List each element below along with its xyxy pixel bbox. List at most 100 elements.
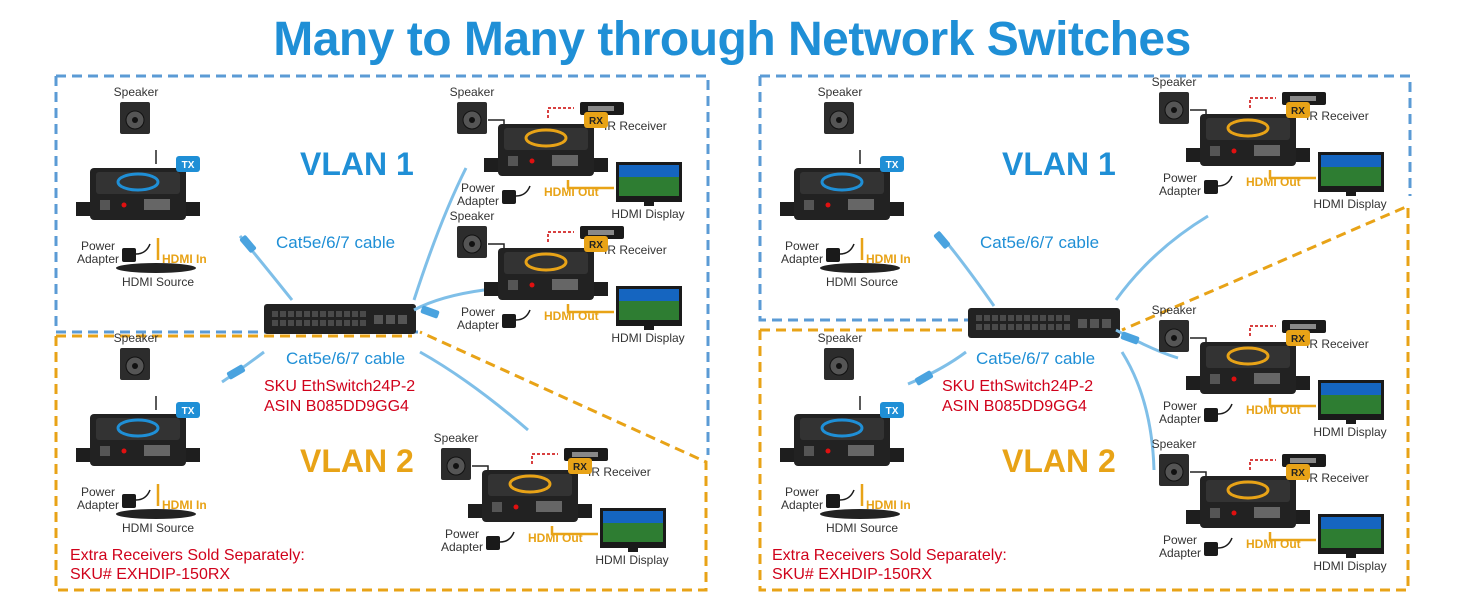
- device-badge-bg: [176, 402, 200, 418]
- power-label-1: Power: [1163, 533, 1197, 547]
- cable-label-vlan2: Cat5e/6/7 cable: [286, 349, 405, 368]
- switch-port: [336, 311, 342, 317]
- plug: [914, 370, 934, 386]
- extra-receivers-note: Extra Receivers Sold Separately:: [70, 547, 305, 564]
- switch-port: [304, 311, 310, 317]
- power-led: [825, 202, 831, 208]
- plug: [1120, 331, 1140, 345]
- speaker-center: [1171, 469, 1177, 475]
- power-label-1: Power: [81, 485, 115, 499]
- switch-port: [1056, 324, 1062, 330]
- mounting-ears: [76, 202, 200, 216]
- switch-port: [1056, 315, 1062, 321]
- speaker-icon: [1159, 454, 1189, 486]
- power-led: [529, 158, 535, 164]
- device-logo: [820, 172, 864, 192]
- switch-port: [1064, 324, 1070, 330]
- switch-port: [288, 311, 294, 317]
- power-adapter-icon: [826, 248, 840, 262]
- hdmi-port: [1254, 507, 1280, 518]
- power-label-2: Adapter: [77, 252, 119, 266]
- switch-port: [296, 320, 302, 326]
- device-badge: RX: [1291, 334, 1305, 345]
- hdmi-source-label: HDMI Source: [122, 521, 194, 535]
- remote-icon: [1282, 92, 1326, 105]
- switch-port: [1040, 315, 1046, 321]
- extra-receivers-note: Extra Receivers Sold Separately:: [772, 547, 1007, 564]
- switch-sfp: [1090, 319, 1099, 328]
- power-label-2: Adapter: [1159, 546, 1201, 560]
- switch-port: [328, 311, 334, 317]
- hdmi-source-icon: [820, 263, 900, 273]
- remote-icon: [580, 226, 624, 239]
- power-cord: [499, 531, 515, 543]
- dc-port: [804, 446, 814, 456]
- switch-port: [296, 311, 302, 317]
- plug: [420, 305, 440, 319]
- ir-cable: [1249, 459, 1276, 470]
- power-label-1: Power: [785, 485, 819, 499]
- switch-sku-label: SKU EthSwitch24P-2: [942, 378, 1093, 395]
- speaker-center: [132, 117, 138, 123]
- vlan2-boundary: [54, 330, 708, 592]
- extra-receivers-sku: SKU# EXHDIP-150RX: [70, 566, 230, 583]
- hdmi-source-body: [116, 263, 196, 273]
- extra-receivers-sku: SKU# EXHDIP-150RX: [772, 566, 932, 583]
- mounting-ears: [780, 448, 904, 462]
- power-label-2: Adapter: [457, 318, 499, 332]
- power-cord: [135, 243, 151, 255]
- power-led: [1231, 148, 1237, 154]
- power-led: [513, 504, 519, 510]
- remote-icon: [1282, 320, 1326, 333]
- device-top: [1206, 480, 1290, 502]
- device-logo: [1226, 118, 1270, 138]
- speaker-label: Speaker: [818, 331, 863, 345]
- dc-port: [100, 446, 110, 456]
- ethernet-plug-icon: [933, 231, 951, 249]
- dc-port: [508, 156, 518, 166]
- remote-buttons: [1290, 324, 1316, 329]
- power-adapter-icon: [122, 494, 136, 508]
- hdmi-display-label: HDMI Display: [611, 207, 684, 221]
- hdmi-out-line: [1268, 170, 1316, 180]
- device-top: [96, 418, 180, 440]
- switch-port: [1024, 315, 1030, 321]
- device-logo: [116, 418, 160, 438]
- device-top: [488, 474, 572, 496]
- rx-device: RX: [1186, 102, 1310, 166]
- plug: [933, 231, 951, 249]
- switch-port: [1032, 324, 1038, 330]
- display-stand: [644, 326, 654, 330]
- hdmi-source-icon: [820, 509, 900, 519]
- speaker-icon: [120, 102, 150, 134]
- switch-sfp: [1102, 319, 1111, 328]
- switch-port: [1008, 324, 1014, 330]
- remote-buttons: [588, 106, 614, 111]
- switch-port: [1048, 315, 1054, 321]
- power-label-1: Power: [1163, 399, 1197, 413]
- switch-port: [992, 324, 998, 330]
- switch-port: [1016, 324, 1022, 330]
- display-stand: [1346, 554, 1356, 558]
- hdmi-out-line: [1268, 398, 1316, 408]
- hdmi-out-line: [550, 526, 598, 536]
- vlan1-label: VLAN 1: [1002, 146, 1116, 182]
- hdmi-source-icon: [116, 263, 196, 273]
- power-adapter-icon: [122, 248, 136, 262]
- switch-port: [304, 320, 310, 326]
- display-sky: [1321, 517, 1381, 529]
- power-adapter-icon: [826, 494, 840, 508]
- device-top: [96, 172, 180, 194]
- power-adapter-icon: [502, 190, 516, 204]
- switch-sfp: [374, 315, 383, 324]
- dc-port: [1210, 374, 1220, 384]
- switch-port: [344, 311, 350, 317]
- device-badge-bg: [1286, 102, 1310, 118]
